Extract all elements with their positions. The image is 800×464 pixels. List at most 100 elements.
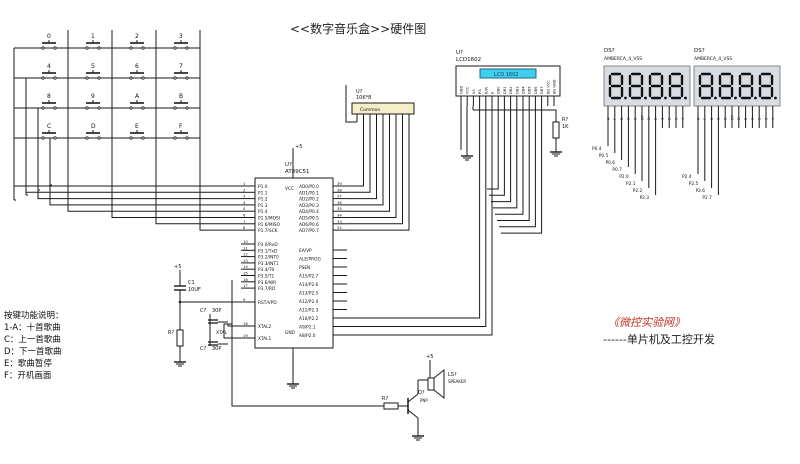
notes-line: 1-A：十首歌曲 — [4, 323, 61, 333]
display-pin-label: 4 — [681, 117, 685, 120]
mcu-pin-number: 38 — [337, 187, 342, 192]
display-pin-label: 2 — [758, 118, 762, 120]
display-net-label: P0.5 — [599, 153, 609, 159]
mcu-pin-label: A13/P2.5 — [299, 291, 319, 297]
p0-resnet-wire — [347, 122, 397, 218]
mcu-pin-label: AD0/P0.0 — [299, 184, 319, 190]
lcd-pin-label: DB3 — [515, 86, 519, 94]
display-ref: DS? — [694, 48, 705, 54]
reset-resistor — [176, 329, 184, 347]
display-pin-label: 2 — [668, 118, 672, 120]
mcu-pin-label: P1.6/MISO — [258, 222, 281, 228]
lcd-pin-label: RS — [478, 89, 482, 94]
display-pin-label: A — [696, 117, 700, 120]
display-pin-label: C — [724, 117, 728, 120]
seven-seg-digit — [758, 72, 777, 100]
mcu-pin-label: AD2/P0.2 — [299, 197, 319, 203]
keypad-key: 4 — [38, 63, 60, 80]
lcd-v0-resistor — [552, 121, 560, 139]
key-contact — [85, 106, 89, 110]
mcu-pin-number: 32 — [337, 225, 342, 230]
keypad-key: 5 — [82, 63, 104, 80]
key-contact — [173, 106, 177, 110]
display-net-label: P2.0 — [619, 174, 629, 180]
mcu-pin-number: 37 — [337, 194, 342, 199]
key-contact — [41, 106, 45, 110]
display-net-label: P0.6 — [606, 160, 616, 166]
lcd-ctrl-wire — [347, 106, 487, 327]
display-pin-label: 4 — [771, 117, 775, 120]
display-net-label: P2.1 — [626, 181, 636, 187]
lcd-pin-label: DB7 — [540, 86, 544, 94]
mcu-body — [254, 177, 334, 349]
lcd-data-wire — [501, 106, 543, 234]
display-net-label: P2.5 — [689, 181, 699, 187]
key-label: D — [91, 123, 96, 130]
keypad-key: 2 — [126, 33, 148, 50]
mcu-pin-number: 7 — [243, 219, 246, 224]
p0-resnet-wire — [347, 122, 377, 200]
seven-seg-digit — [718, 72, 737, 100]
key-contact — [53, 106, 57, 110]
decimal-point — [714, 96, 717, 100]
key-contact — [97, 106, 101, 110]
mcu-pin-label: A12/P2.4 — [299, 299, 319, 305]
resnet-vcc-wire — [345, 85, 357, 123]
key-contact — [173, 136, 177, 140]
mcu-name: AT89C51 — [285, 169, 310, 175]
mcu-pin-label: A14/P2.6 — [299, 282, 319, 288]
lcd-pin-label: DB0 — [497, 86, 501, 94]
keypad-to-mcu-wire — [25, 191, 241, 195]
mcu-pin-number: 34 — [337, 213, 342, 218]
lcd-pin-label: E — [491, 91, 495, 94]
display-net-label: P0.7 — [612, 167, 622, 173]
key-label: 7 — [179, 63, 183, 70]
lcd-pin-label: BG VCC — [546, 80, 550, 94]
mcu-pin-label: P3.7/RD — [258, 286, 276, 292]
display-net-label: P0.4 — [592, 146, 602, 152]
notes-line: D：下一首歌曲 — [4, 347, 62, 357]
vcc-label: +5 — [174, 264, 181, 270]
display-name: AMBERCA_4_VSS — [694, 56, 732, 62]
mcu-pin-number: 11 — [243, 245, 248, 250]
key-contact — [85, 46, 89, 50]
key-label: A — [135, 93, 140, 100]
crystal-cap-value: 30P — [212, 346, 221, 352]
buzzer-resistor — [383, 402, 399, 410]
mcu-pin-label: ALE/PROG — [299, 257, 321, 263]
display-name: AMBERCA_4_VSS — [604, 56, 642, 62]
key-label: E — [135, 123, 139, 130]
mcu-pin-number: 1 — [243, 181, 246, 186]
mcu-pin-label: A8/P2.0 — [299, 333, 316, 339]
notes-line: E：歌曲暂停 — [4, 359, 52, 369]
lcd-pin-label: DB1 — [503, 86, 507, 94]
lcd-data-wire — [489, 106, 505, 196]
keypad-key: E — [126, 123, 148, 140]
mcu-pin-number: 14 — [243, 264, 248, 269]
display-ref: DS? — [604, 48, 615, 54]
mcu-pin-number: 15 — [243, 271, 248, 276]
lcd-pin-label: V0 — [472, 89, 476, 94]
crystal-label: XTAL — [216, 330, 227, 336]
lcd-resistor-ref: R? — [562, 117, 568, 123]
mcu-pin-label: P1.1 — [258, 190, 268, 196]
crystal-cap-value: 30P — [212, 308, 221, 314]
key-contact — [129, 106, 133, 110]
crystal-cap-ref: C? — [200, 308, 206, 314]
mcu-pin-number: 35 — [337, 206, 342, 211]
transistor-collector — [407, 409, 419, 419]
key-contact — [129, 76, 133, 80]
decimal-point — [624, 96, 627, 100]
lcd-data-wire — [495, 106, 524, 215]
keypad-key: F — [170, 123, 192, 140]
key-label: 2 — [135, 33, 139, 40]
mcu-pin-label: PSEN — [299, 265, 310, 271]
display-pin-label: F — [703, 118, 707, 120]
mcu-pin-label: XTAL1 — [258, 336, 271, 342]
seven-seg-digit — [668, 72, 687, 100]
mcu-pin-label: AD6/P0.6 — [299, 222, 319, 228]
mcu-pin-number: 6 — [243, 213, 246, 218]
mcu-pin-number: 9 — [243, 297, 246, 302]
mcu-pin-label: P1.4 — [258, 209, 268, 215]
display-pin-label: G — [717, 117, 721, 120]
